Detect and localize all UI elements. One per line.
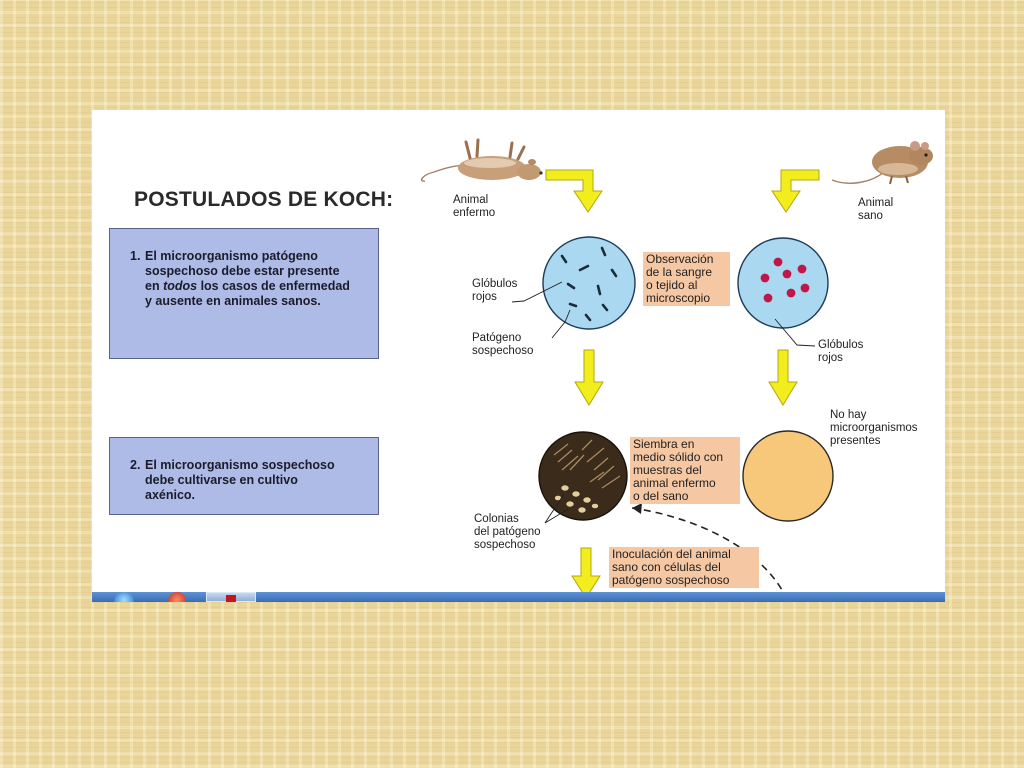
sick-mouse-icon — [420, 138, 543, 182]
healthy-animal-label: Animal sano — [858, 197, 894, 222]
red-cells-right-label: Glóbulos rojos — [818, 339, 864, 364]
healthy-mouse-icon — [831, 141, 933, 185]
pathogen-label: Patógeno sospechoso — [472, 332, 534, 357]
browser-icon[interactable] — [168, 592, 186, 602]
postulate-1-box: 1. El microorganismo patógeno sospechoso … — [109, 228, 379, 359]
no-microbes-label: No hay microorganismos presentes — [830, 409, 918, 447]
yellow-arrow-icon — [545, 169, 820, 599]
sterile-dish — [742, 430, 834, 522]
start-orb-icon[interactable] — [114, 592, 134, 602]
pathogen-rods — [560, 246, 618, 322]
sick-blood-dish — [542, 236, 636, 330]
koch-diagram — [420, 138, 933, 599]
pdf-icon[interactable] — [206, 592, 256, 602]
dashed-arrowhead — [632, 503, 642, 514]
inoculation-step-label: Inoculación del animal sano con células … — [609, 547, 759, 588]
colonies-label: Colonias del patógeno sospechoso — [474, 513, 541, 551]
postulate-1-emphasis: todos — [163, 279, 198, 293]
postulate-2-number: 2. — [130, 458, 141, 472]
red-cells-left-label: Glóbulos rojos — [472, 278, 518, 303]
postulate-1-number: 1. — [130, 249, 141, 263]
leader-lines — [511, 281, 816, 524]
sick-animal-label: Animal enfermo — [453, 194, 496, 219]
slide: POSTULADOS DE KOCH: 1. El microorganismo … — [92, 110, 945, 602]
postulate-1-text: El microorganismo patógeno sospechoso de… — [145, 249, 350, 308]
red-blood-cells — [760, 257, 810, 303]
postulate-2-box: 2. El microorganismo sospechoso debe cult… — [109, 437, 379, 515]
culture-step-label: Siembra en medio sólido con muestras del… — [630, 437, 740, 504]
postulate-2-text: El microorganismo sospechoso debe cultiv… — [145, 458, 335, 502]
dashed-return-arrow — [631, 507, 783, 591]
observation-step-label: Observación de la sangre o tejido al mic… — [643, 252, 730, 306]
healthy-blood-dish — [737, 237, 829, 329]
taskbar — [92, 592, 945, 602]
page-title: POSTULADOS DE KOCH: — [134, 188, 394, 211]
colony-texture — [553, 439, 621, 489]
